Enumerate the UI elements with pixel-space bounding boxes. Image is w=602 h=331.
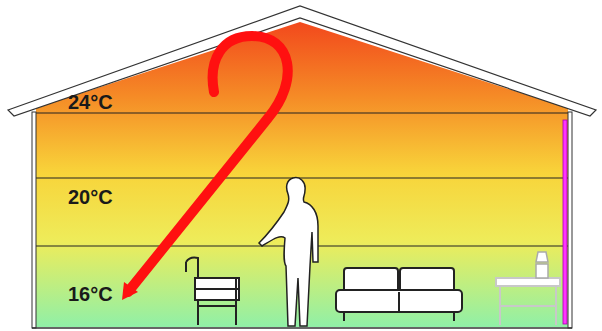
wall: [32, 112, 36, 328]
temperature-label: 20°C: [68, 187, 113, 207]
warm-air: [36, 22, 568, 327]
band-line: [36, 178, 568, 179]
band-line: [36, 113, 568, 114]
heater-bar: [563, 120, 567, 324]
air-flow-tip: [122, 282, 138, 300]
sofa: [336, 268, 462, 321]
temperature-label: 16°C: [68, 284, 113, 304]
roof: [8, 6, 596, 116]
chair: [186, 258, 239, 326]
temperature-label: 24°C: [68, 92, 113, 112]
side-table: [496, 278, 560, 325]
floor: [32, 327, 572, 329]
lamp: [536, 252, 548, 278]
wall: [568, 112, 572, 328]
person: [259, 178, 318, 326]
air-flow: [128, 36, 288, 292]
